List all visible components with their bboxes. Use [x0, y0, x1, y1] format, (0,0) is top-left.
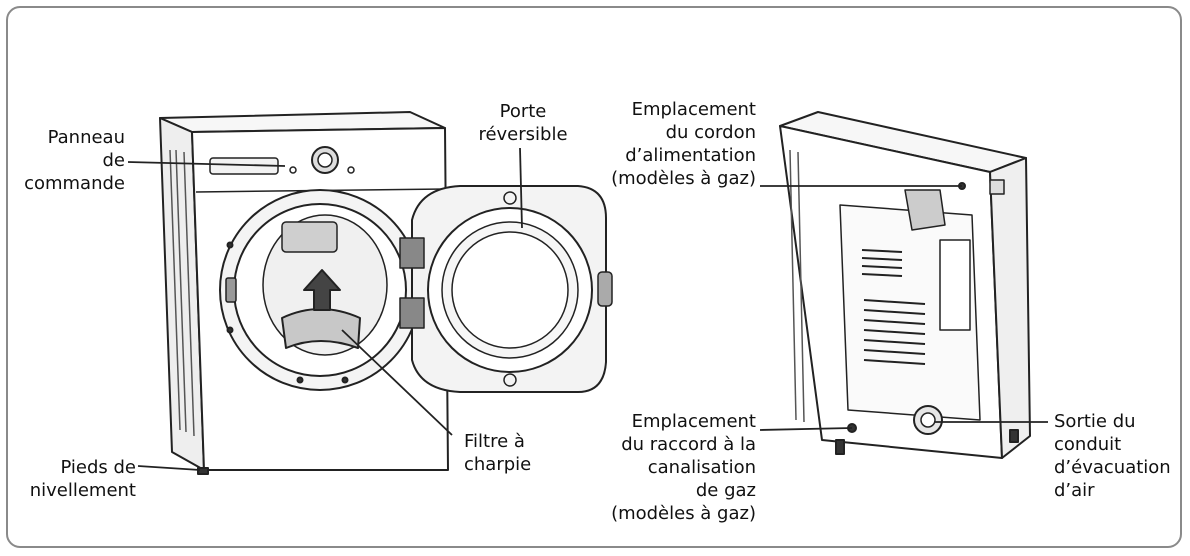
label-control-panel: Panneau de commande — [24, 127, 125, 194]
open-door — [399, 185, 613, 393]
front-dryer — [159, 111, 449, 475]
leader-lint-filter — [341, 329, 453, 436]
label-power-cord-location: Emplacement du cordon d’alimentation (mo… — [611, 99, 756, 189]
leader-lines — [127, 147, 1048, 471]
label-reversible-door: Porte réversible — [478, 101, 568, 145]
label-leveling-feet: Pieds de nivellement — [29, 457, 136, 501]
diagram-frame — [6, 6, 1182, 548]
leader-control-panel — [127, 161, 286, 167]
leader-reversible-door — [519, 147, 523, 229]
rear-dryer — [779, 111, 1031, 459]
leader-leveling-feet — [137, 465, 201, 471]
label-gas-connection-location: Emplacement du raccord à la canalisation… — [611, 411, 756, 524]
label-lint-filter: Filtre à charpie — [464, 431, 532, 475]
label-exhaust-outlet: Sortie du conduit d’évacuation d’air — [1054, 411, 1171, 501]
leader-gas-connection — [759, 427, 853, 431]
